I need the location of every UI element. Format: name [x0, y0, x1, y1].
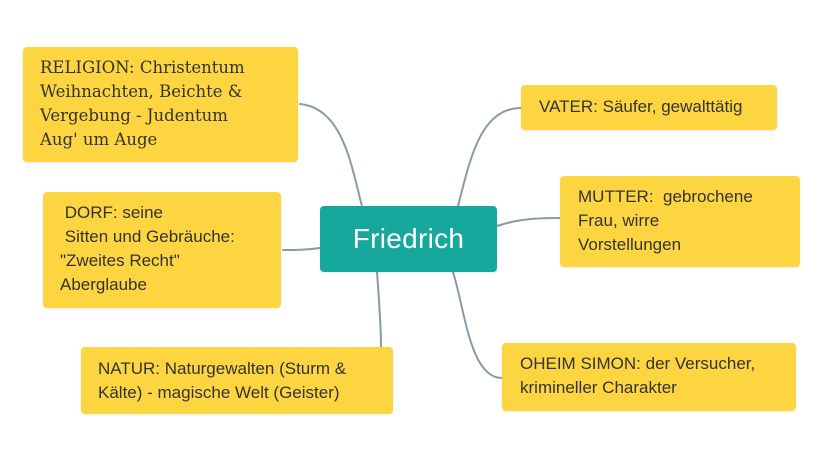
branch-oheim-simon[interactable]: OHEIM SIMON: der Versucher, krimineller … — [502, 343, 796, 411]
branch-natur[interactable]: NATUR: Naturgewalten (Sturm & Kälte) - m… — [81, 347, 393, 414]
connector-dorf — [282, 247, 321, 251]
connector-natur — [376, 271, 382, 348]
connector-religion — [299, 103, 363, 207]
branch-mutter[interactable]: MUTTER: gebrochene Frau, wirre Vorstellu… — [560, 176, 800, 267]
connector-oheim — [452, 271, 503, 379]
branch-religion[interactable]: RELIGION: Christentum Weihnachten, Beich… — [23, 47, 298, 162]
branch-vater[interactable]: VATER: Säufer, gewalttätig — [521, 85, 777, 130]
branch-dorf[interactable]: DORF: seine Sitten und Gebräuche: "Zweit… — [43, 192, 281, 308]
connector-vater — [457, 107, 522, 207]
connector-mutter — [496, 217, 561, 227]
central-topic[interactable]: Friedrich — [320, 206, 497, 272]
